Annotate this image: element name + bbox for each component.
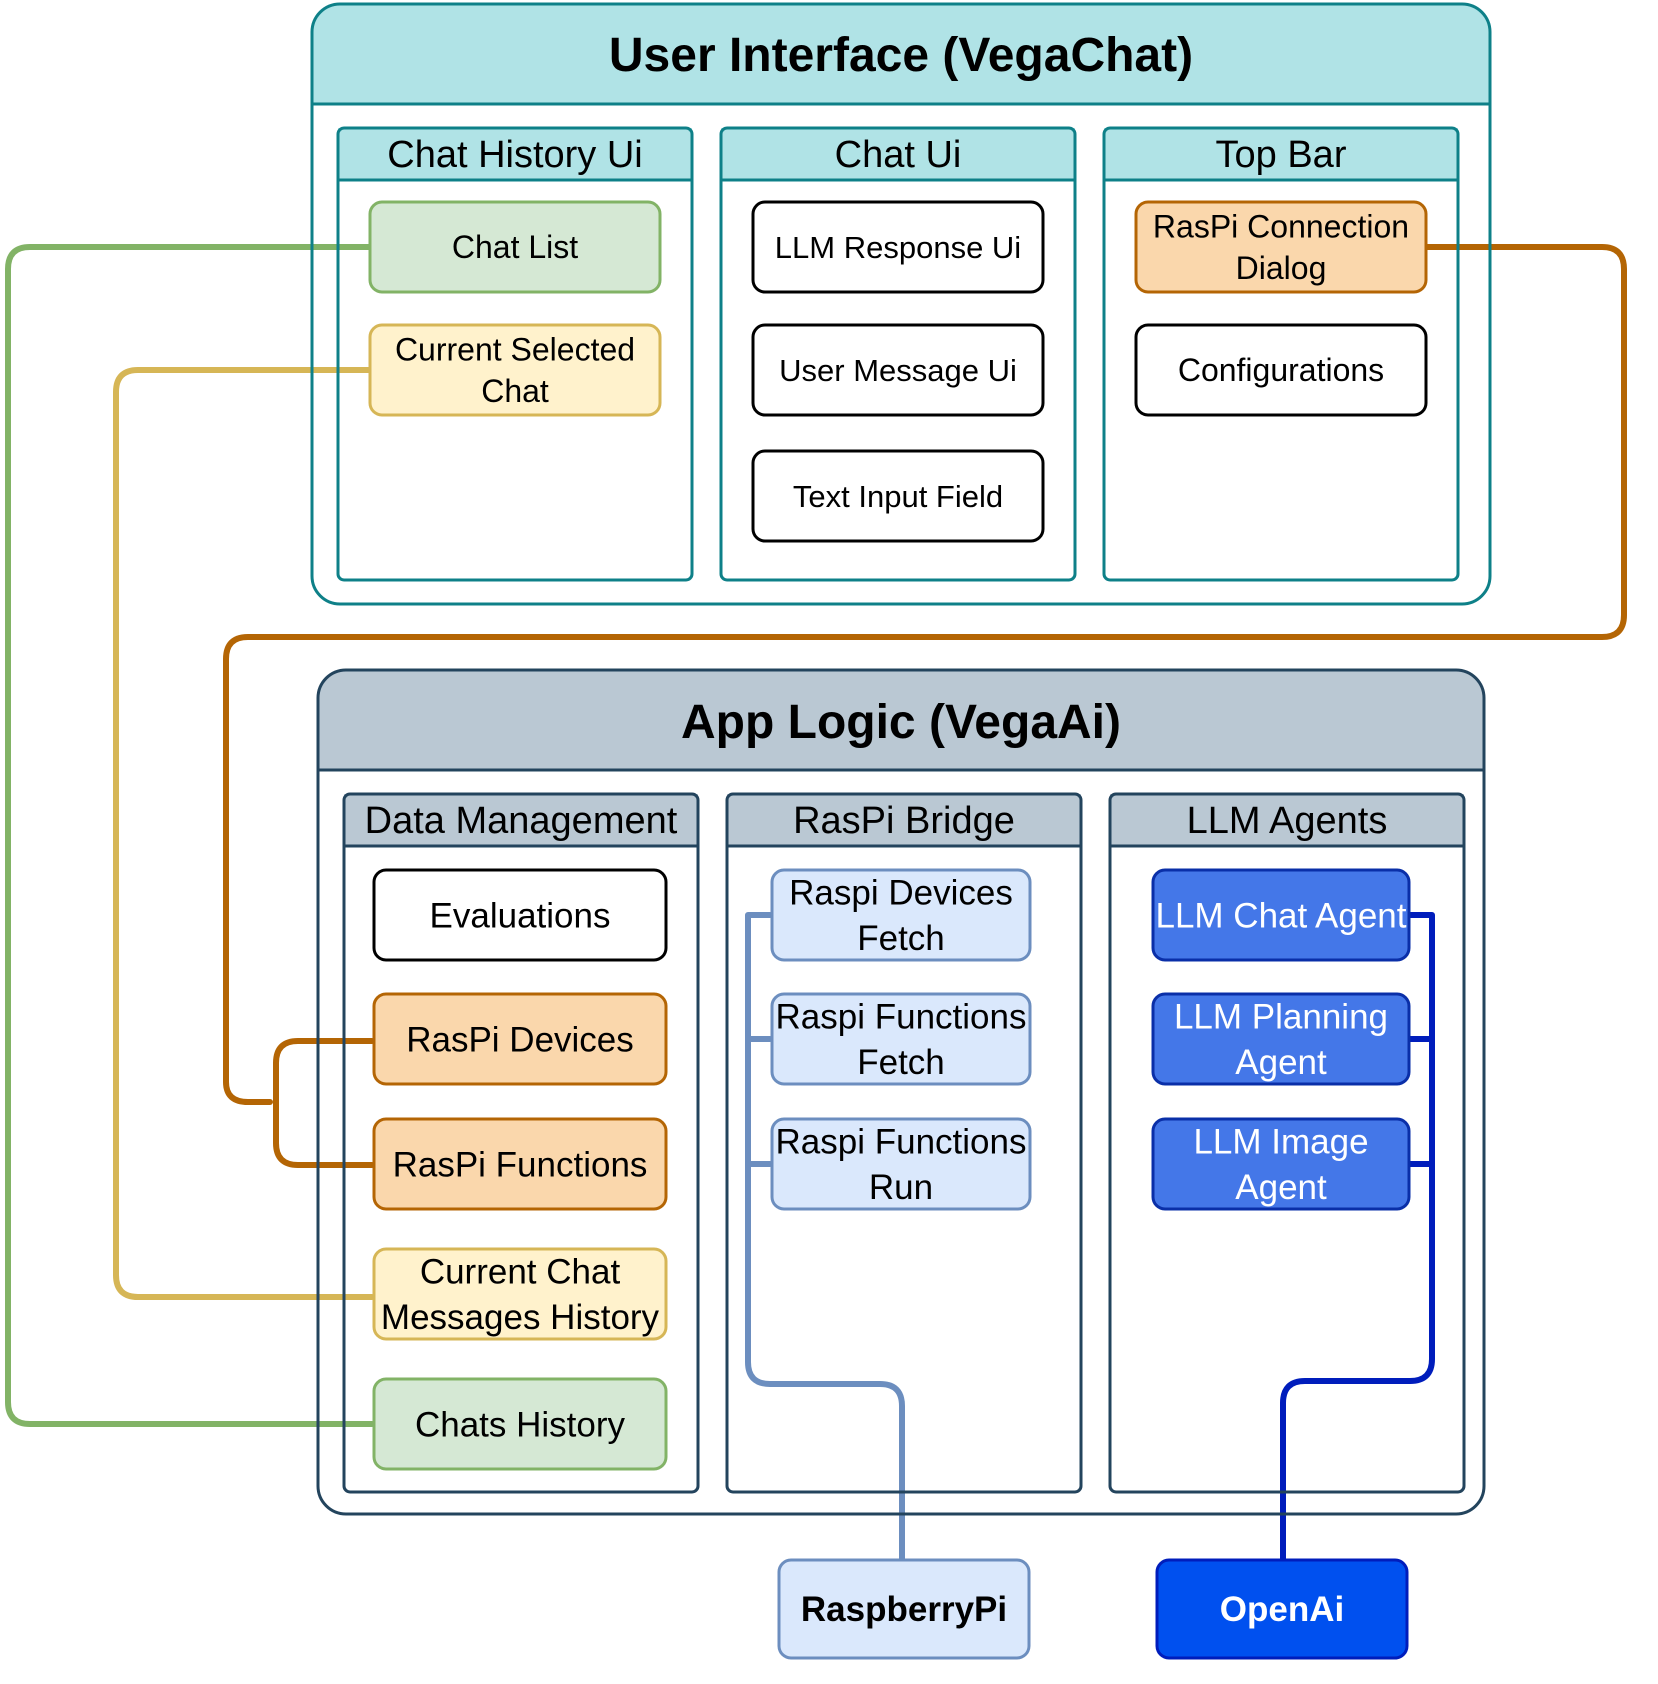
node-label-line: RasPi Functions [393,1145,648,1184]
node-llm-chat-agent: LLM Chat Agent [1151,868,1411,962]
node-configurations: Configurations [1134,323,1428,417]
node-label-line: Raspi Devices [789,874,1013,913]
app-logic-title: App Logic (VegaAi) [681,696,1121,749]
node-label-line: Evaluations [430,896,611,935]
node-label-line: RasPi Connection [1153,208,1409,244]
group-title-data-management: Data Management [365,800,678,842]
group-title-chat-history-ui: Chat History Ui [387,134,643,176]
group-chat-history-ui: Chat History Ui [336,126,694,582]
user-interface-title: User Interface (VegaChat) [609,29,1193,82]
connector-chat-list-to-chats-history [5,244,375,1427]
node-label-line: Chat List [452,229,578,265]
external-raspberrypi: RaspberryPi [777,1558,1031,1660]
node-label-line: Current Chat [420,1253,621,1292]
external-label: OpenAi [1220,1590,1344,1629]
external-label: RaspberryPi [801,1590,1007,1629]
group-top-bar: Top Bar [1102,126,1460,582]
node-label-line: Messages History [381,1298,660,1337]
node-label-line: Text Input Field [793,479,1003,514]
app-logic-container: App Logic (VegaAi) [316,668,1486,1516]
group-title-top-bar: Top Bar [1216,134,1347,176]
node-text-input-field: Text Input Field [751,449,1045,543]
node-label-line: Agent [1235,1168,1327,1207]
node-label-line: Chats History [415,1405,626,1444]
user-interface-container: User Interface (VegaChat) [310,2,1492,606]
node-label-line: User Message Ui [779,353,1017,388]
node-label-line: LLM Chat Agent [1156,896,1407,935]
node-label-line: LLM Planning [1174,998,1388,1037]
node-label-line: LLM Response Ui [775,230,1021,265]
node-chats-history: Chats History [372,1377,668,1471]
group-title-llm-agents: LLM Agents [1187,800,1388,842]
connector-selected-chat-to-messages-history [113,367,375,1300]
group-title-chat-ui: Chat Ui [835,134,962,176]
node-label-line: Dialog [1236,250,1327,286]
node-llm-response-ui: LLM Response Ui [751,200,1045,294]
group-llm-agents: LLM Agents [1108,792,1466,1494]
node-label-line: Current Selected [395,331,635,367]
node-label-line: Raspi Functions [776,1123,1027,1162]
node-label-line: Raspi Functions [776,998,1027,1037]
node-raspi-functions: RasPi Functions [372,1117,668,1211]
node-label-line: Agent [1235,1043,1327,1082]
node-raspi-devices: RasPi Devices [372,992,668,1086]
connector-raspi-bridge-to-raspberrypi [745,912,905,1563]
node-evaluations: Evaluations [372,868,668,962]
node-label-line: Chat [481,373,549,409]
group-raspi-bridge: RasPi Bridge [725,792,1083,1494]
node-label-line: Fetch [857,919,945,958]
group-data-management: Data Management [342,792,700,1494]
external-openai: OpenAi [1155,1558,1409,1660]
group-title-raspi-bridge: RasPi Bridge [793,800,1015,842]
group-chat-ui: Chat Ui [719,126,1077,582]
node-label-line: Fetch [857,1043,945,1082]
node-label-line: Run [869,1168,933,1207]
connector-raspi-dialog-to-raspi-data [223,244,1627,1168]
node-label-line: Configurations [1178,352,1384,388]
node-label-line: RasPi Devices [406,1020,634,1059]
connector-llm-agents-to-openai [1280,912,1435,1563]
node-user-message-ui: User Message Ui [751,323,1045,417]
node-label-line: LLM Image [1193,1123,1368,1162]
node-chat-list: Chat List [368,200,662,294]
